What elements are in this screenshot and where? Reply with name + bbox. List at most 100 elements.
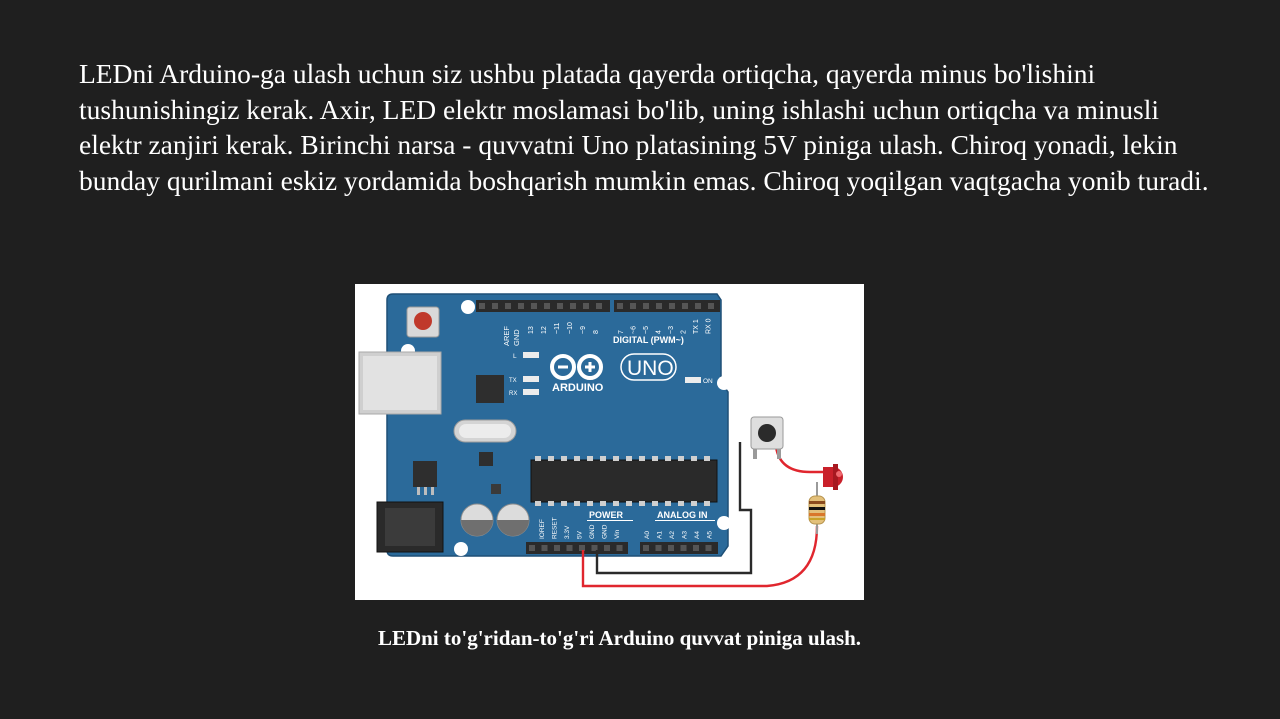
header-hole xyxy=(479,303,485,309)
digital-label: DIGITAL (PWM~) xyxy=(613,335,684,345)
chip-pin xyxy=(704,456,710,461)
digital-pin-label: ~11 xyxy=(554,323,561,334)
chip-pin xyxy=(678,501,684,506)
analog-pin-label: A3 xyxy=(682,531,689,539)
header-hole xyxy=(505,303,511,309)
header-hole xyxy=(554,545,560,551)
power-pin-label: RESET xyxy=(552,517,559,539)
reset-button-cap xyxy=(414,312,432,330)
header-hole xyxy=(695,303,701,309)
digital-pin-label: 4 xyxy=(656,330,663,334)
header-hole xyxy=(655,545,662,551)
header-hole xyxy=(579,545,585,551)
black-wire xyxy=(595,442,753,575)
chip-pin xyxy=(626,456,632,461)
header-hole xyxy=(643,303,649,309)
power-pin-label: 5V xyxy=(577,530,584,539)
header-hole xyxy=(570,303,576,309)
analog-pin-label: A4 xyxy=(694,531,701,539)
digital-pin-label: ~6 xyxy=(631,326,638,334)
header-hole xyxy=(656,303,662,309)
digital-pin-label: 12 xyxy=(541,326,548,334)
header-hole xyxy=(492,303,498,309)
button-to-led-wire xyxy=(774,446,825,474)
digital-pin-label: ~10 xyxy=(567,322,574,334)
chip-pin xyxy=(561,501,567,506)
header-hole xyxy=(531,303,537,309)
tx-led xyxy=(523,376,539,382)
mounting-hole xyxy=(461,300,475,314)
header-hole xyxy=(708,303,714,309)
chip-pin xyxy=(535,456,541,461)
header-hole xyxy=(604,545,610,551)
gnd-label: GND xyxy=(512,329,521,346)
analog-pin-label: A5 xyxy=(707,531,714,539)
atmega-chip xyxy=(530,459,718,503)
chip-pin xyxy=(639,501,645,506)
aref-label: AREF xyxy=(502,326,511,346)
red-led xyxy=(823,464,843,490)
header-hole xyxy=(557,303,563,309)
chip-pin xyxy=(652,456,658,461)
svg-text:RX: RX xyxy=(509,391,517,397)
digital-pin-label: 8 xyxy=(593,330,600,334)
chip-pin xyxy=(574,456,580,461)
uno-badge xyxy=(620,353,677,381)
analog-pin-labels: A0 A1 A2 A3 A4 A5 xyxy=(644,531,714,539)
chip-pins xyxy=(535,501,710,506)
analog-pin-label: A2 xyxy=(669,531,676,539)
push-button-cap xyxy=(758,424,776,442)
chip-pin xyxy=(600,456,606,461)
usb-chip xyxy=(476,375,504,403)
chip-pin xyxy=(587,501,593,506)
digital-pin-label: 2 xyxy=(681,330,688,334)
header-hole xyxy=(544,303,550,309)
analog-label: ANALOG IN xyxy=(657,510,708,520)
header-hole xyxy=(617,303,623,309)
digital-pin-label: 7 xyxy=(618,330,625,334)
chip-pin xyxy=(639,456,645,461)
voltage-regulator xyxy=(413,461,437,487)
header-hole xyxy=(643,545,649,551)
usb-connector-inner xyxy=(363,356,437,410)
chip-pin xyxy=(548,456,554,461)
chip-pin xyxy=(704,501,710,506)
svg-text:L: L xyxy=(513,353,517,360)
digital-pin-label: ~3 xyxy=(668,326,675,334)
rx-led xyxy=(523,389,539,395)
chip-pin xyxy=(587,456,593,461)
chip-pin xyxy=(600,501,606,506)
resistor xyxy=(808,495,826,525)
mounting-hole xyxy=(717,516,731,530)
red-wire xyxy=(581,525,819,588)
header-hole xyxy=(583,303,589,309)
svg-text:TX: TX xyxy=(509,378,517,384)
power-pin-label: Vin xyxy=(614,529,621,539)
analog-pin-label: A1 xyxy=(657,531,664,539)
analog-pin-label: A0 xyxy=(644,531,651,539)
chip-pin xyxy=(691,501,697,506)
power-header xyxy=(526,542,628,554)
header-hole xyxy=(682,303,688,309)
digital-header-right xyxy=(614,300,720,312)
digital-pin-label: RX 0 xyxy=(706,318,713,334)
arduino-brand: ARDUINO xyxy=(552,382,604,394)
power-pin-label: IOREF xyxy=(539,519,546,539)
header-hole xyxy=(630,303,636,309)
chip-pin xyxy=(652,501,658,506)
chip-pin xyxy=(613,501,619,506)
header-hole xyxy=(668,545,674,551)
chip-pins xyxy=(535,456,710,461)
chip-pin xyxy=(613,456,619,461)
crystal-oscillator-inner xyxy=(459,424,511,438)
header-hole xyxy=(680,545,687,551)
chip-pin xyxy=(665,456,671,461)
arduino-logo xyxy=(550,354,603,380)
digital-pin-label: ~5 xyxy=(643,326,650,334)
mounting-hole xyxy=(454,542,468,556)
body-paragraph: LEDni Arduino-ga ulash uchun siz ushbu p… xyxy=(79,58,1209,196)
